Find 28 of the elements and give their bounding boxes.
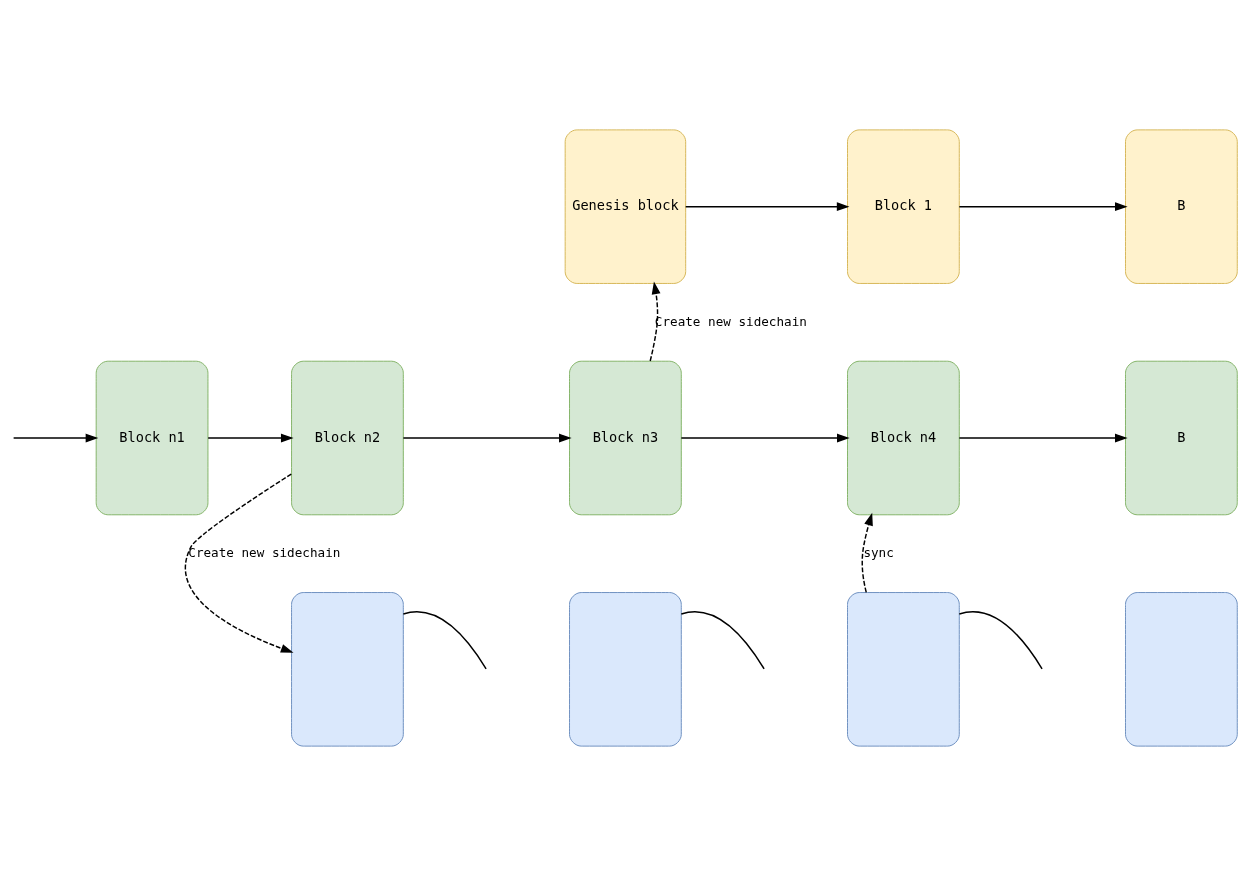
arrow <box>680 433 850 442</box>
connector <box>680 610 765 669</box>
arrow <box>402 433 572 442</box>
node-box: Genesis block <box>564 128 687 284</box>
node-box <box>1125 591 1238 747</box>
arrow <box>649 280 661 362</box>
node-box <box>291 591 404 747</box>
node-box: Block 1 <box>847 128 960 284</box>
edge-label: Create new sidechain <box>188 544 341 560</box>
connector <box>402 610 487 669</box>
arrow <box>12 433 99 442</box>
node-box <box>847 591 960 747</box>
arrow <box>184 472 294 653</box>
arrow <box>958 201 1128 211</box>
arrow <box>861 512 873 593</box>
node-box: Block n2 <box>291 360 404 515</box>
node-box: B <box>1125 128 1238 284</box>
node-box: B <box>1125 360 1238 515</box>
edge-label: sync <box>863 544 894 560</box>
arrow <box>958 433 1128 442</box>
connector <box>958 610 1043 669</box>
arrow <box>207 433 294 442</box>
node-box: Block n1 <box>95 360 209 515</box>
node-box: Block n3 <box>569 360 682 515</box>
edge-label: Create new sidechain <box>654 313 807 329</box>
node-box: Block n4 <box>847 360 960 515</box>
node-box <box>569 591 682 747</box>
arrow <box>684 201 850 211</box>
